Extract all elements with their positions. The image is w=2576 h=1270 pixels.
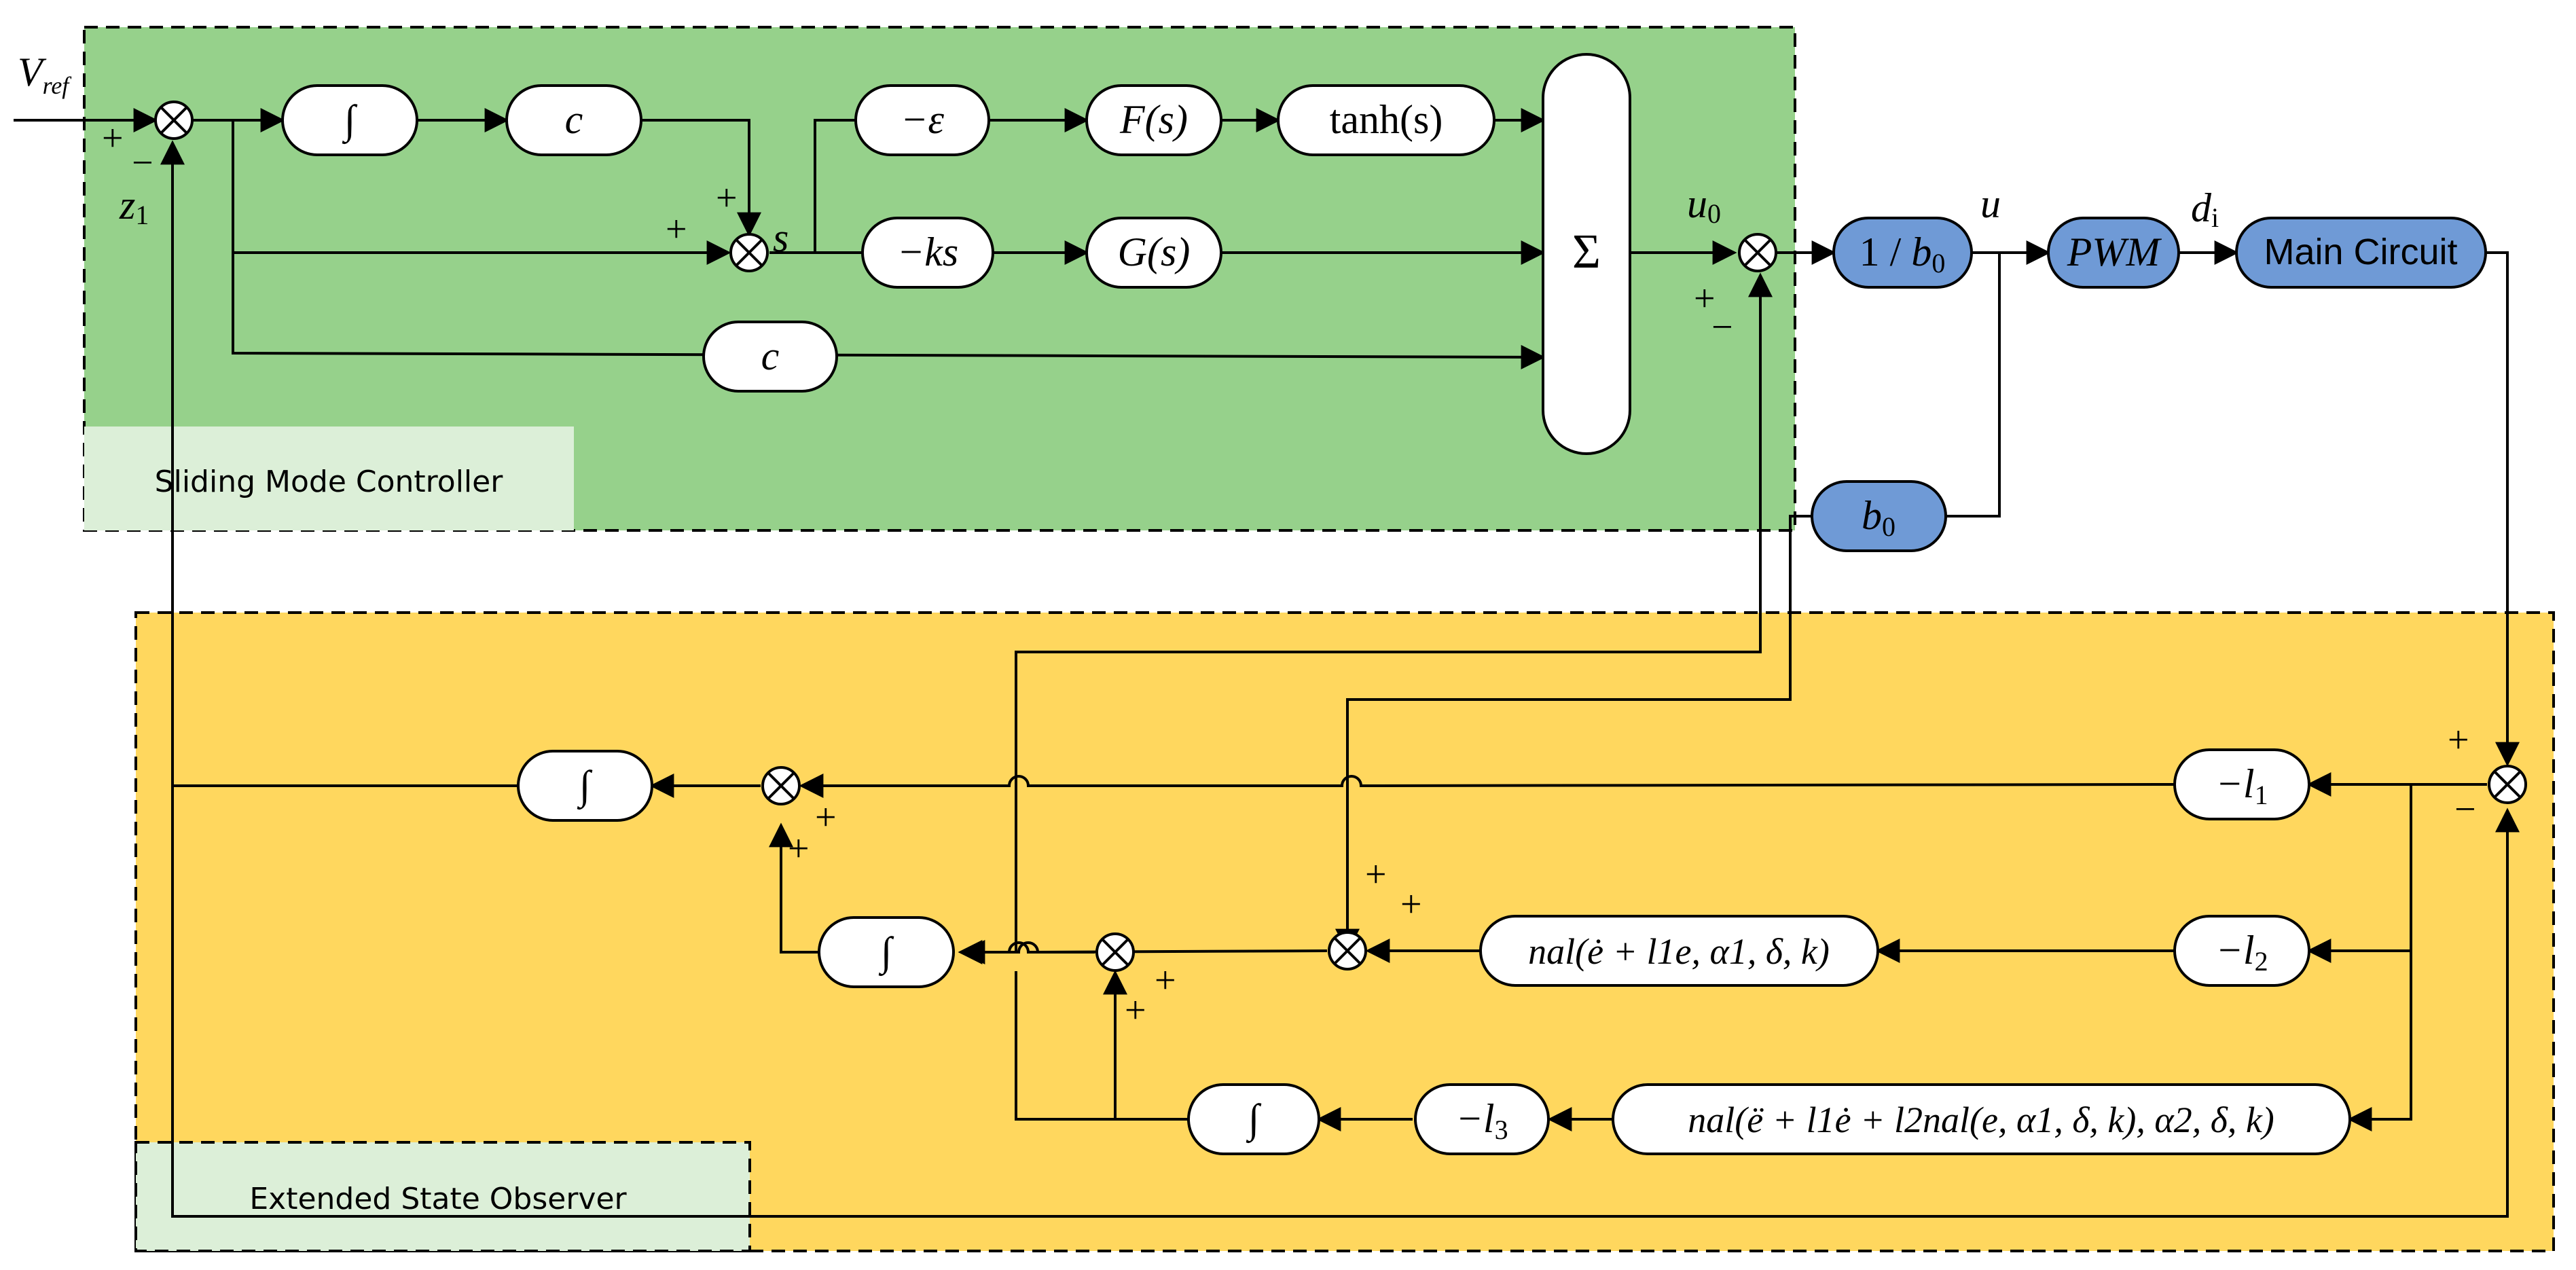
tanh-block: tanh(s) [1277,84,1495,156]
sum-junction-control [1738,233,1777,272]
sliding-mode-controller-label: Sliding Mode Controller [155,465,504,499]
main-circuit-block: Main Circuit [2235,217,2487,289]
svg-text:Σ: Σ [1572,224,1601,278]
neg-epsilon-block: −ε [854,84,990,156]
sum-junction-z1 [761,766,801,805]
sign-labels: + − + + + − + − + + + + + + [102,117,2476,1032]
svg-text:G(s): G(s) [1118,230,1191,274]
svg-text:−ε: −ε [901,97,944,142]
extended-state-observer-label-box [134,1141,751,1252]
u0-label: u0 [1687,181,1721,229]
neg-l1-block: −l1 [2173,748,2310,820]
vref-label: Vref [18,50,72,99]
gain-c-block-top: c [505,84,642,156]
sign-plus: + [666,208,687,251]
signal-labels: Vref z1 s u0 u di [18,50,2219,260]
F-s-block: F(s) [1085,84,1222,156]
neg-l2-block: −l2 [2173,915,2310,987]
sign-plus: + [1365,854,1387,896]
sum-junction-input [154,101,194,140]
svg-text:PWM: PWM [2067,230,2162,274]
sign-minus: − [1711,306,1733,348]
svg-text:F(s): F(s) [1119,97,1188,142]
sign-plus: + [788,828,810,870]
sum-junction-z2-left [1095,932,1135,972]
neg-ks-block: −ks [861,217,994,289]
G-s-block: G(s) [1085,217,1222,289]
sum-junction-sliding-surface [729,233,769,272]
svg-text:b0: b0 [1862,493,1895,542]
sign-plus: + [1125,990,1146,1032]
sigma-sum-block: Σ [1542,53,1631,455]
blocks: ∫ c −ε F(s) tanh(s) −ks G(s) c [281,53,2487,1155]
sliding-mode-controller-label-box [84,427,574,530]
gain-c-block-bottom: c [702,321,838,393]
sign-plus: + [1400,884,1422,926]
svg-text:c: c [565,97,583,142]
svg-text:∫: ∫ [879,929,894,977]
u-label: u [1980,181,2001,226]
svg-text:c: c [761,333,780,378]
s-label: s [773,215,788,260]
svg-text:∫: ∫ [577,763,593,810]
sign-plus: + [2448,719,2469,761]
svg-text:Main Circuit: Main Circuit [2264,232,2457,272]
nal-function-block-2: nal(ë + l1ė + l2nal(e, α1, δ, k), α2, δ,… [1612,1083,2351,1155]
svg-text:nal(ė + l1e, α1, δ, k): nal(ė + l1e, α1, δ, k) [1528,931,1830,972]
nal-function-block-1: nal(ė + l1e, α1, δ, k) [1479,915,1879,987]
di-label: di [2191,185,2219,233]
integrator-block-z2: ∫ [818,916,955,988]
z1-label: z1 [119,183,149,230]
svg-text:−ks: −ks [897,230,958,274]
sign-plus: + [1694,278,1716,320]
svg-text:1 / b0: 1 / b0 [1860,230,1946,278]
pwm-block: PWM [2047,217,2180,289]
svg-text:tanh(s): tanh(s) [1330,97,1443,142]
b0-block: b0 [1811,480,1947,552]
inverse-b0-block: 1 / b0 [1832,217,1973,289]
svg-text:−l1: −l1 [2215,761,2268,810]
integrator-block-z1: ∫ [517,750,653,822]
sign-minus: − [2454,788,2476,831]
sum-junction-error [2488,765,2527,804]
extended-state-observer-label: Extended State Observer [249,1182,627,1216]
svg-text:nal(ë + l1ė + l2nal(e, α1, δ,: nal(ë + l1ė + l2nal(e, α1, δ, k), α2, δ,… [1688,1100,2274,1140]
sign-minus: − [132,142,153,184]
sum-junction-z2-right [1328,931,1367,970]
svg-text:−l2: −l2 [2215,928,2268,977]
sign-plus: + [102,117,124,160]
integrator-block-smc: ∫ [281,84,418,156]
sign-plus: + [815,797,837,839]
sign-plus: + [716,177,738,219]
integrator-block-z3: ∫ [1187,1083,1320,1155]
sign-plus: + [1155,960,1176,1002]
svg-text:∫: ∫ [342,97,358,145]
neg-l3-block: −l3 [1414,1083,1550,1155]
svg-text:∫: ∫ [1246,1096,1262,1144]
svg-text:−l3: −l3 [1455,1096,1508,1145]
signal-wires [14,108,2520,1218]
summing-junctions [154,101,2527,972]
